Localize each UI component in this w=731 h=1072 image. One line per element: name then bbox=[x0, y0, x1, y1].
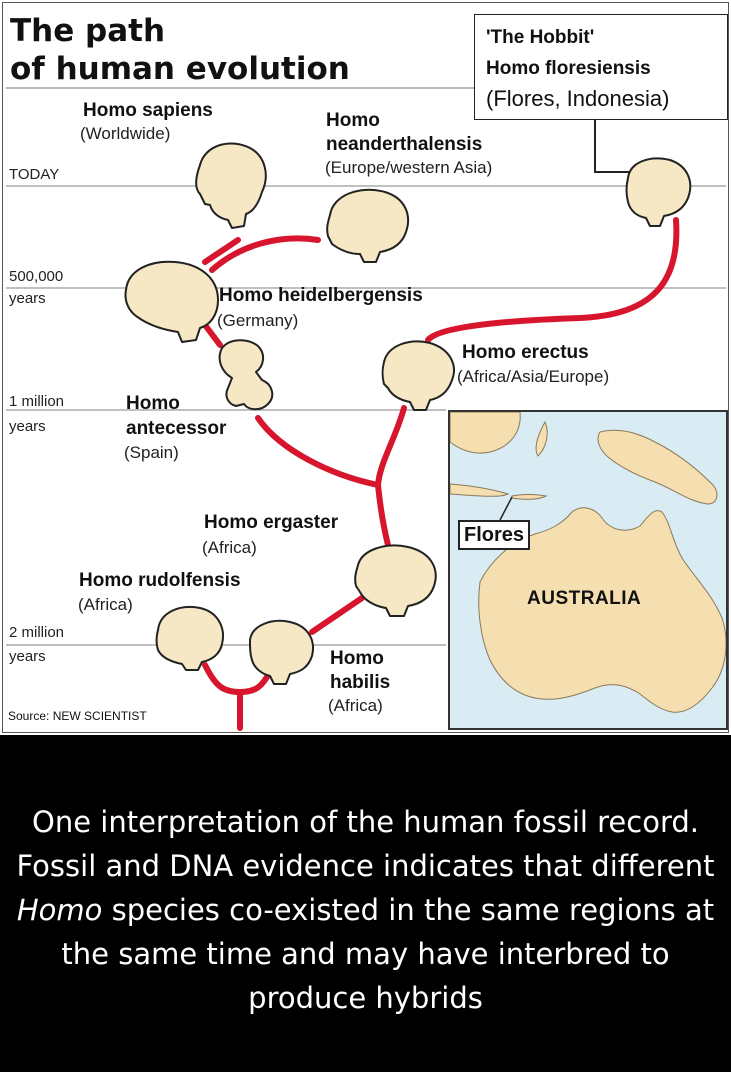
label-homo-habilis-line1: Homo bbox=[330, 648, 384, 669]
skull-antecessor-fragment bbox=[218, 339, 274, 411]
label-homo-rudolfensis: Homo rudolfensis bbox=[79, 570, 241, 591]
branch-antecessor-ergaster bbox=[255, 415, 381, 488]
branch-ergaster-stem bbox=[375, 482, 391, 548]
branch-heidelbergensis-sapiens bbox=[202, 237, 241, 265]
lineage-lines bbox=[202, 217, 680, 731]
skull-heidelbergensis bbox=[124, 260, 219, 343]
timeline-label-1m: 1 million bbox=[9, 393, 65, 410]
region-homo-heidelbergensis: (Germany) bbox=[217, 311, 299, 330]
hobbit-connector-line bbox=[594, 120, 632, 173]
label-homo-erectus: Homo erectus bbox=[462, 342, 589, 363]
map-land-java bbox=[450, 483, 510, 497]
label-homo-habilis-line2: habilis bbox=[330, 672, 391, 693]
label-homo-neanderthalensis-line1: Homo bbox=[326, 110, 380, 131]
figure-title-line1: The path bbox=[10, 13, 166, 49]
skull-floresiensis bbox=[625, 157, 692, 227]
region-homo-antecessor: (Spain) bbox=[124, 443, 179, 462]
hobbit-callout-box bbox=[474, 14, 728, 120]
skull-neanderthalensis bbox=[326, 188, 410, 263]
caption-text-end: species co-existed in the same regions a… bbox=[61, 893, 715, 1015]
label-homo-ergaster: Homo ergaster bbox=[204, 512, 339, 533]
map-label-australia: AUSTRALIA bbox=[527, 588, 642, 609]
region-homo-rudolfensis: (Africa) bbox=[78, 595, 133, 614]
evolution-figure: The path of human evolution TODAY 500,00… bbox=[0, 0, 731, 735]
branch-erectus-stem bbox=[375, 405, 407, 488]
skulls bbox=[124, 142, 692, 685]
map-land-new-guinea bbox=[597, 429, 718, 505]
region-homo-erectus: (Africa/Asia/Europe) bbox=[457, 367, 610, 386]
skull-ergaster bbox=[354, 544, 437, 617]
timeline-unit-2m: years bbox=[9, 648, 46, 665]
source-credit: Source: NEW SCIENTIST bbox=[8, 709, 147, 723]
label-homo-heidelbergensis: Homo heidelbergensis bbox=[219, 285, 423, 306]
skull-sapiens bbox=[195, 142, 267, 229]
region-homo-sapiens: (Worldwide) bbox=[80, 124, 171, 143]
region-homo-ergaster: (Africa) bbox=[202, 538, 257, 557]
label-homo-floresiensis: Homo floresiensis bbox=[486, 58, 651, 79]
region-homo-floresiensis: (Flores, Indonesia) bbox=[486, 86, 670, 111]
map-land-borneo-fragment bbox=[450, 412, 521, 454]
region-homo-habilis: (Africa) bbox=[328, 696, 383, 715]
timeline-label-today: TODAY bbox=[9, 166, 60, 183]
timeline-unit-500k: years bbox=[9, 290, 46, 307]
australia-map-inset: AUSTRALIA bbox=[448, 410, 728, 730]
map-label-flores: Flores bbox=[458, 520, 531, 550]
label-homo-neanderthalensis-line2: neanderthalensis bbox=[326, 134, 483, 155]
branch-heidelbergensis-antecessor bbox=[202, 322, 223, 348]
timeline-label-2m: 2 million bbox=[9, 624, 65, 641]
map-land-flores bbox=[511, 494, 548, 500]
region-homo-neanderthalensis: (Europe/western Asia) bbox=[325, 158, 493, 177]
branch-erectus-floresiensis bbox=[425, 217, 680, 343]
figure-title-line2: of human evolution bbox=[10, 51, 350, 87]
skull-erectus bbox=[381, 340, 455, 411]
skull-rudolfensis bbox=[155, 606, 224, 671]
label-homo-sapiens: Homo sapiens bbox=[83, 100, 213, 121]
timeline-unit-1m: years bbox=[9, 418, 46, 435]
label-homo-antecessor-line2: antecessor bbox=[126, 418, 227, 439]
map-land-sulawesi bbox=[535, 420, 548, 457]
lineage-diagram bbox=[6, 87, 726, 731]
branch-heidelbergensis-neanderthalensis bbox=[209, 235, 321, 273]
skull-habilis bbox=[249, 620, 314, 685]
map-land-australia bbox=[478, 507, 726, 713]
branch-habilis-ergaster bbox=[309, 595, 365, 635]
label-hobbit-nickname: 'The Hobbit' bbox=[486, 27, 595, 48]
map-graphic bbox=[450, 412, 726, 713]
label-homo-antecessor-line1: Homo bbox=[126, 393, 180, 414]
timeline-label-500k: 500,000 bbox=[9, 268, 64, 285]
figure-caption: One interpretation of the human fossil r… bbox=[0, 800, 731, 1020]
caption-text-italic: Homo bbox=[16, 893, 103, 927]
caption-text-start: One interpretation of the human fossil r… bbox=[16, 805, 715, 883]
